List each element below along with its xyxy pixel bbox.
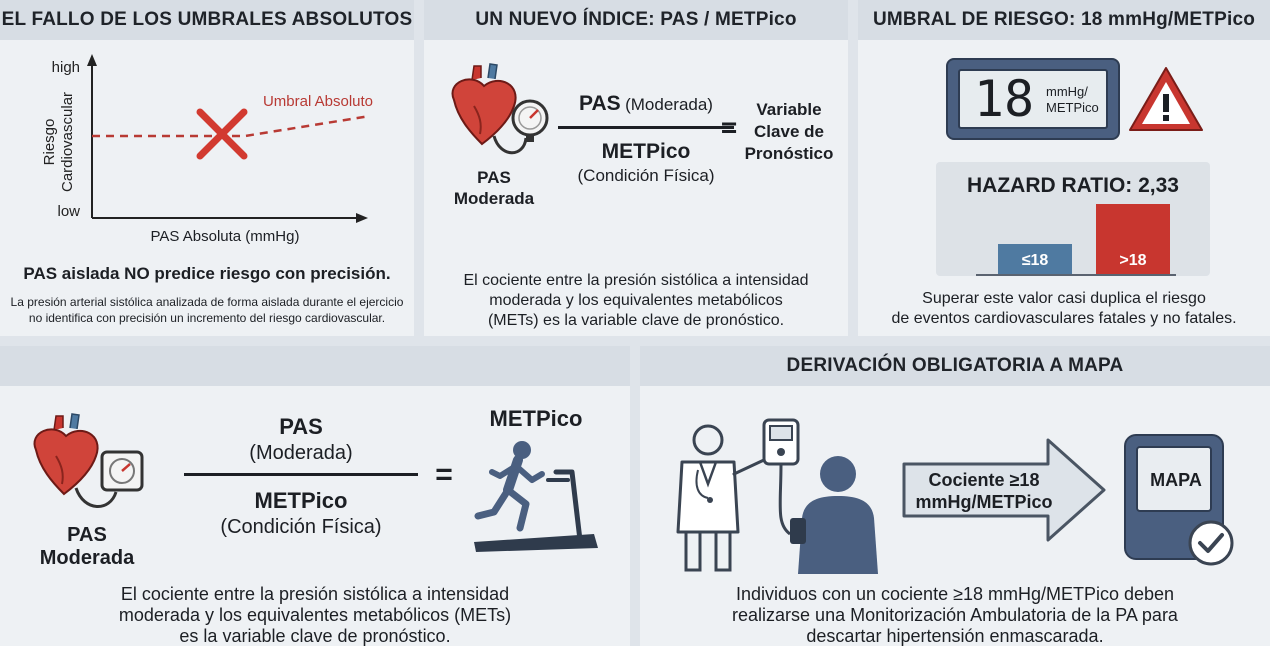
hazard-bar-1: ≤18 xyxy=(998,244,1072,274)
arrow-shape xyxy=(902,438,1106,542)
numerator-rest: (Moderada) xyxy=(625,95,713,114)
heart-gauge-icon xyxy=(451,63,549,155)
equals-sign: = xyxy=(435,458,453,491)
denominator-rest: (Condición Física) xyxy=(220,516,382,538)
fraction-bar xyxy=(558,126,734,129)
display-unit-2: METPico xyxy=(1046,100,1099,115)
result-line-3: Pronóstico xyxy=(744,144,834,163)
y-high-label: high xyxy=(52,59,80,76)
check-icon xyxy=(1188,520,1234,566)
hazard-bar-label: >18 xyxy=(1119,252,1147,269)
body-line-2: moderada y los equivalentes metabólicos … xyxy=(118,605,512,625)
hazard-bar-2: >18 xyxy=(1096,204,1170,274)
arrow-label-2: mmHg/METPico xyxy=(915,492,1053,512)
digital-display: 18 mmHg/ METPico xyxy=(946,58,1120,140)
threshold-label: Umbral Absoluto xyxy=(263,93,373,110)
display-unit-1: mmHg/ xyxy=(1046,84,1088,99)
body-line-2: moderada y los equivalentes metabólicos xyxy=(489,292,783,309)
display-screen xyxy=(958,69,1108,129)
panel-mapa-referral: DERIVACIÓN OBLIGATORIA A MAPA Cociente ≥… xyxy=(640,346,1270,646)
result-label: METPico xyxy=(489,406,583,431)
numerator-rest: (Moderada) xyxy=(249,442,353,464)
panel-headline: PAS aislada NO predice riesgo con precis… xyxy=(23,264,391,283)
numerator-bold: PAS xyxy=(579,92,621,115)
x-axis-label: PAS Absoluta (mmHg) xyxy=(150,228,300,245)
hazard-box: HAZARD RATIO: 2,33 ≤18 >18 xyxy=(936,162,1210,276)
result-line-1: Variable xyxy=(756,100,822,119)
y-axis-label-2: Cardiovascular xyxy=(59,92,76,192)
panel-absolute-thresholds: EL FALLO DE LOS UMBRALES ABSOLUTOS high … xyxy=(0,0,414,336)
body-line-1: La presión arterial sistólica analizada … xyxy=(10,295,404,309)
treadmill-runner-icon xyxy=(474,441,598,552)
body-line-3: (METs) es la variable clave de pronóstic… xyxy=(487,312,785,329)
icon-label-1: PAS xyxy=(477,168,511,187)
numerator: PAS (Moderada) xyxy=(558,92,734,116)
body-line-3: es la variable clave de pronóstico. xyxy=(179,626,451,646)
body-line-2: de eventos cardiovasculares fatales y no… xyxy=(891,310,1237,327)
body-line-1: Superar este valor casi duplica el riesg… xyxy=(922,290,1206,307)
fail-cross-icon xyxy=(196,108,248,160)
panel-risk-threshold: UMBRAL DE RIESGO: 18 mmHg/METPico 18 mmH… xyxy=(858,0,1270,336)
panel-title: UMBRAL DE RIESGO: 18 mmHg/METPico xyxy=(858,0,1270,40)
numerator-bold: PAS xyxy=(279,414,323,439)
panel-title: EL FALLO DE LOS UMBRALES ABSOLUTOS xyxy=(0,0,414,40)
bar-baseline xyxy=(976,274,1176,276)
body-line-2: no identifica con precisión un increment… xyxy=(28,311,386,325)
icon-label-2: Moderada xyxy=(39,547,135,569)
hazard-label: HAZARD RATIO: 2,33 xyxy=(967,174,1179,197)
denominator-bold: METPico xyxy=(254,488,348,513)
denominator-rest: (Condición Física) xyxy=(577,166,715,185)
hazard-bar-label: ≤18 xyxy=(1021,252,1049,269)
panel-title-bar xyxy=(0,346,630,386)
y-low-label: low xyxy=(57,203,80,220)
threshold-chart: high low Riesgo Cardiovascular Umbral Ab… xyxy=(41,54,373,223)
panel-title: UN NUEVO ÍNDICE: PAS / METPico xyxy=(424,0,848,40)
body-line-1: Individuos con un cociente ≥18 mmHg/METP… xyxy=(735,584,1175,604)
icon-label-2: Moderada xyxy=(453,189,535,208)
panel-new-index: UN NUEVO ÍNDICE: PAS / METPico PAS Moder… xyxy=(424,0,848,336)
x-axis-arrow xyxy=(356,213,368,223)
patient-monitor-icon xyxy=(762,418,878,574)
result-line-2: Clave de xyxy=(754,122,824,141)
y-axis-arrow xyxy=(87,54,97,66)
body-line-3: descartar hipertensión enmascarada. xyxy=(806,626,1104,646)
equals-sign: = xyxy=(720,112,738,143)
mapa-device-screen xyxy=(1136,446,1212,512)
doctor-icon xyxy=(676,424,766,572)
panel-title: DERIVACIÓN OBLIGATORIA A MAPA xyxy=(640,346,1270,386)
y-axis-label-1: Riesgo xyxy=(41,119,58,166)
denominator-bold: METPico xyxy=(601,140,691,163)
panel-ratio-index: PAS Moderada PAS (Moderada) METPico (Con… xyxy=(0,346,630,646)
icon-label-1: PAS xyxy=(67,524,107,546)
heart-gauge-icon xyxy=(33,413,144,508)
fraction-bar xyxy=(184,473,418,476)
arrow-label-1: Cociente ≥18 xyxy=(928,470,1040,490)
mapa-device-label: MAPA xyxy=(1150,470,1202,490)
display-value: 18 xyxy=(973,70,1035,128)
body-line-1: El cociente entre la presión sistólica a… xyxy=(463,272,809,289)
body-line-2: realizarse una Monitorización Ambulatori… xyxy=(732,605,1178,625)
warning-icon xyxy=(1129,67,1203,131)
body-line-1: El cociente entre la presión sistólica a… xyxy=(120,584,510,604)
